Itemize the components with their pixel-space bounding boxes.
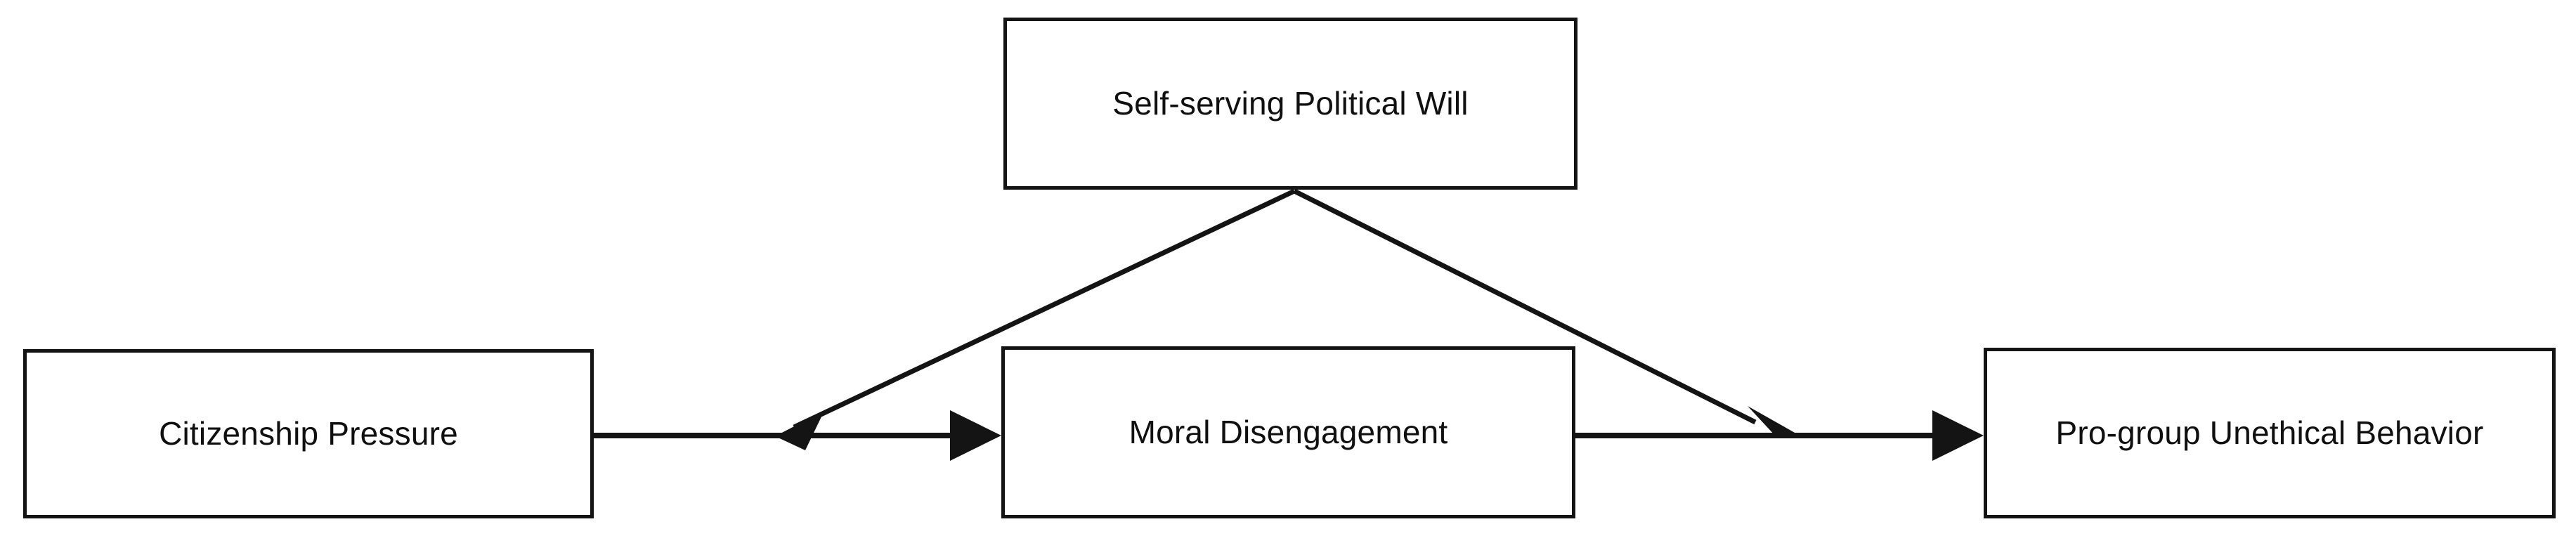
connector-moral-disengagement-to-pro-group-unethical-behavior bbox=[1575, 410, 1984, 461]
node-moral-disengagement[interactable]: Moral Disengagement bbox=[1001, 346, 1575, 518]
connector-self-serving-political-will-to-path-b bbox=[1293, 188, 1801, 436]
node-citizenship-pressure[interactable]: Citizenship Pressure bbox=[23, 349, 594, 518]
arrowhead-icon bbox=[775, 411, 824, 450]
connector-line bbox=[1293, 188, 1757, 425]
arrowhead-icon bbox=[1748, 406, 1801, 436]
node-label: Self-serving Political Will bbox=[1112, 85, 1469, 122]
node-label: Moral Disengagement bbox=[1128, 414, 1448, 451]
arrowhead-icon bbox=[950, 410, 1001, 461]
connector-self-serving-political-will-to-path-a bbox=[775, 188, 1296, 450]
arrowhead-icon bbox=[1932, 410, 1984, 461]
connector-line bbox=[793, 188, 1296, 430]
node-pro-group-unethical-behavior[interactable]: Pro-group Unethical Behavior bbox=[1984, 348, 2556, 518]
node-label: Citizenship Pressure bbox=[159, 415, 458, 452]
node-label: Pro-group Unethical Behavior bbox=[2055, 414, 2484, 452]
node-self-serving-political-will[interactable]: Self-serving Political Will bbox=[1003, 18, 1578, 190]
